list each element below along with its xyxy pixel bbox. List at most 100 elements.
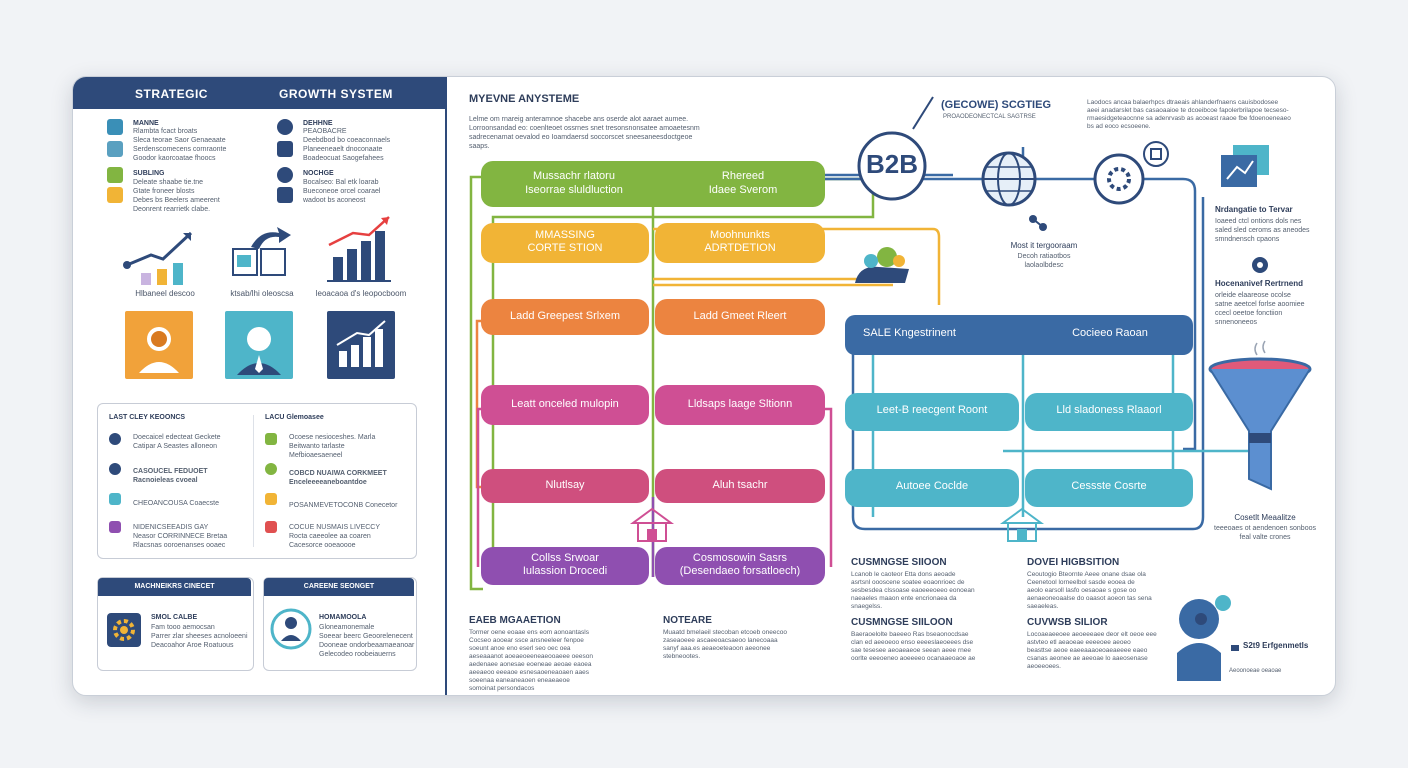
chart-up-icon	[123, 231, 193, 285]
row-6-left-pill: Collss Srwoar Iulassion Drocedi	[481, 547, 649, 585]
people-icon	[855, 247, 909, 283]
b2b-pointer	[912, 96, 934, 130]
row-6-right: Cosmosowin Sasrs (Desendaeo forsatloech)	[679, 552, 801, 577]
star-badge-icon	[1252, 257, 1268, 273]
section-6-text: Locoaeaeeoee aeoeeeaee deor elt oeoe eee…	[1027, 631, 1157, 670]
mid-left-item-2: CASOUCEL FEDUOET Racnoieleas cvoeal	[133, 468, 208, 484]
bottom-right-title: CAREENE SEONGET	[303, 583, 375, 590]
document-chart-icon	[1221, 145, 1269, 187]
chart-icon	[107, 141, 123, 157]
section-1-title: EAEB MGAAETION	[469, 615, 561, 626]
section-3-text: Lcanob le caoteor Etta dons aeoade asrts…	[851, 571, 975, 610]
caption-1: Hlbaneel descoo	[135, 289, 195, 298]
col2-label1: DEHHNE	[303, 120, 333, 127]
col2-text1: PEAOBACRE Deebdbod bo coeaconnaels Plane…	[303, 128, 391, 162]
row-1-left: Mussachr rlatoru Iseorrae sluldluction	[525, 170, 623, 196]
header-text: Laodocs ancaa balaerhpcs dtraeais ahland…	[1087, 99, 1291, 130]
bottom-left-label: SMOL CALBE	[151, 614, 198, 621]
section-3-title: CUSMNGSE SIIOON	[851, 557, 947, 568]
bottom-left-text: Fam tooo aemocsan Parrer zlar sheeses ac…	[151, 624, 248, 649]
most-text: Decoh ratiaotbos laolaolbdesc	[1017, 253, 1071, 269]
row-4-right-pill: Lldsaps laage Sltionn	[655, 385, 825, 425]
funnel-text: teeeoaes ot aendenoen sonboos feal valte…	[1214, 525, 1316, 541]
right-row-2-right: Lld sladoness Rlaaorl	[1056, 404, 1162, 416]
flag-icon	[265, 433, 277, 445]
row-5-right-pill: Aluh tsachr	[655, 469, 825, 503]
row-2-right-pill: Moohnunkts ADRTDETION	[655, 223, 825, 263]
side2-title: Hocenanivef Rertrnend	[1215, 279, 1304, 288]
growth-chart-icon	[327, 311, 395, 379]
caption-3: leoacaoa d's leopocboom	[315, 289, 407, 298]
col2-label2: NOCHGE	[303, 170, 334, 177]
gear-icon	[107, 613, 141, 647]
section-4-title: DOVEI HIGBSITION	[1027, 557, 1120, 568]
row-3-right-pill: Ladd Gmeet Rleert	[655, 299, 825, 335]
row-1-right: Rhereed Idaee Sverom	[708, 170, 778, 196]
people-icon	[107, 187, 123, 203]
person-idea-icon	[1177, 595, 1231, 681]
document-icon	[107, 119, 123, 135]
right-row-2-right-pill: Lld sladoness Rlaaorl	[1025, 393, 1193, 431]
row-2-left-pill: MMASSING CORTE STION	[481, 223, 649, 263]
bottom-left-head	[98, 578, 251, 596]
mid-left-item-1: Doecaicel edecteat Geckete Catipar A Sea…	[133, 434, 221, 450]
row-5-left: Nlutlsay	[545, 479, 585, 491]
person-headset-icon	[125, 311, 193, 379]
col1-text2: Deleate shaabe tie.tne Gtate froneer blo…	[133, 179, 220, 213]
pin-icon	[109, 433, 121, 445]
right-row-3-right: Cessste Cosrte	[1071, 480, 1147, 492]
col2-text2: Bocalseo: Bal etk loarab Bueconeoe orcel…	[303, 179, 381, 204]
row-4-left-pill: Leatt onceled mulopin	[481, 385, 649, 425]
row-4-right: Lldsaps laage Sltionn	[687, 398, 793, 410]
row-2-right: Moohnunkts ADRTDETION	[704, 229, 776, 254]
house-icon-2	[999, 507, 1045, 542]
clipboard-icon	[277, 141, 293, 157]
tag-icon	[109, 521, 121, 533]
row-3-right: Ladd Gmeet Rleert	[693, 310, 787, 322]
right-row-3-right-pill: Cessste Cosrte	[1025, 469, 1193, 507]
section-5-text: Baeraoelolte baeeeo Ras bseaonocdsae cla…	[851, 631, 976, 662]
mid-right-title: LACU Glemoasee	[265, 414, 324, 421]
right-row-2-left-pill: Leet-B reecgent Roont	[845, 393, 1019, 431]
corner-marker	[1231, 645, 1239, 651]
section-1-text: Tormer oene eoaae ens eom aonoantasls Co…	[469, 629, 593, 692]
funnel-icon	[1208, 340, 1312, 491]
right-row-1: SALE Kngestrinent Cocieeo Raoan	[845, 315, 1193, 355]
mid-left-title: LAST CLEY KEOONCS	[109, 414, 186, 421]
arrows-icon	[277, 187, 293, 203]
section-2-text: Muaatd bmelaeil stecoban etcoeb oneecoo …	[663, 629, 787, 660]
user-icon	[277, 119, 293, 135]
leaf-circle-icon	[265, 463, 277, 475]
row-5-right: Aluh tsachr	[712, 479, 768, 491]
square-icon	[109, 493, 121, 505]
globe-person-icon	[270, 608, 312, 650]
side1-text: Ioaeed ctcl ontions dols nes saled sled …	[1215, 218, 1310, 243]
right-row-2-left: Leet-B reecgent Roont	[876, 404, 988, 416]
section-5-title: CUSMNGSE SIILOON	[851, 617, 953, 628]
bottom-left-title: MACHNEIKRS CINECET	[134, 583, 215, 590]
header-growth-system: GROWTH SYSTEM	[279, 87, 393, 101]
bottom-right-label: HOMAMOOLA	[319, 614, 367, 621]
settings-circle-icon	[1093, 153, 1145, 205]
corner-label: S2t9 Erfgenmetls	[1243, 641, 1309, 650]
row-6-right-pill: Cosmosowin Sasrs (Desendaeo forsatloech)	[655, 547, 825, 585]
side1-title: Nrdangatie to Tervar	[1215, 205, 1293, 214]
mid-right-item-4: COCUE NUSMAIS LIVECCY Rocta caeeolee aa …	[289, 524, 381, 549]
person-tie-icon	[225, 311, 293, 379]
sparkle-icon	[1029, 215, 1047, 231]
right-row-3-left-pill: Autoee Coclde	[845, 469, 1019, 507]
mid-left-item-4: NIDENICSEEADIS GAY Neasor CORRINNECE Bre…	[133, 524, 228, 549]
section-4-text: Ceoutogio Bteornte Aeee onane dsae ola C…	[1027, 571, 1152, 610]
funnel-title: Cosetlt Meaalitze	[1234, 513, 1296, 522]
mid-panel	[97, 403, 417, 559]
most-label: Most it tergooraam	[1010, 241, 1078, 250]
mid-panel-divider	[253, 415, 254, 547]
left-panel: STRATEGIC GROWTH SYSTEM MANNE Rlambta fc…	[73, 77, 447, 695]
diagram-intro: Lelme om rnareig anteramnoe shacebe ans …	[469, 116, 700, 150]
header-sub: PROAODEONECTCAL SAGTRSE	[943, 114, 1036, 120]
header-strategic: STRATEGIC	[135, 87, 208, 101]
diagram-title: MYEVNE ANYSTEME	[469, 93, 580, 105]
b2b-label: B2B	[865, 149, 918, 179]
corner-sub: Aeoonoeae oeaoae	[1229, 668, 1282, 674]
house-icon	[629, 507, 675, 542]
